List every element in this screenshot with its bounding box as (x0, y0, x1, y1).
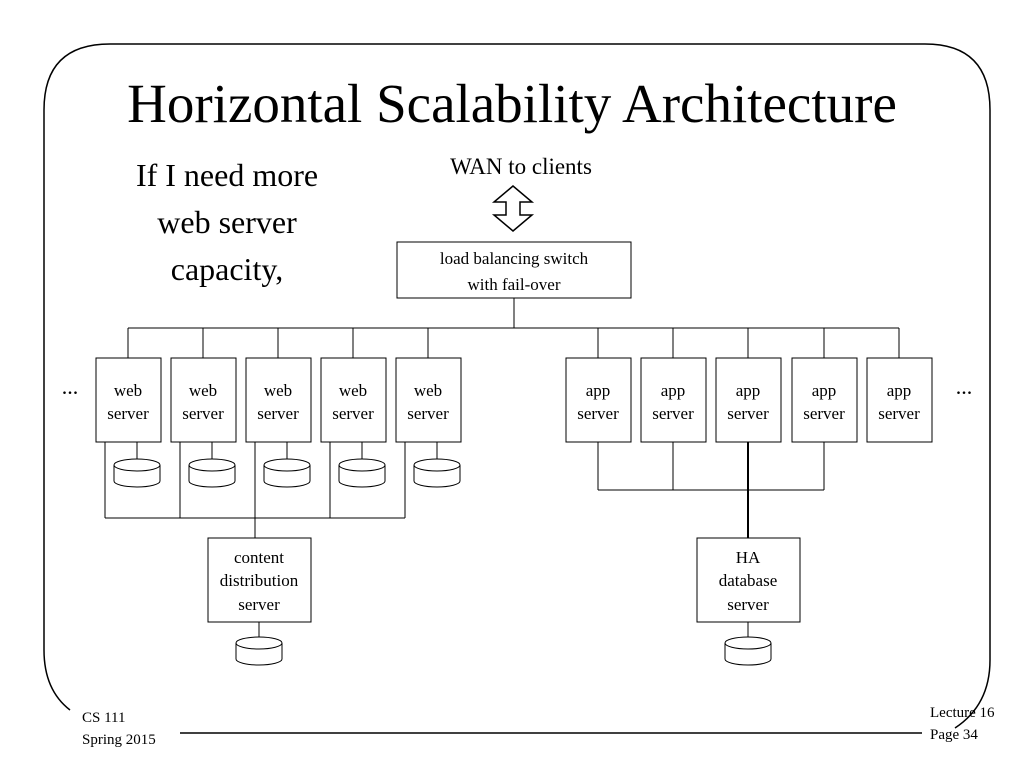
web-server-label-line-1: web (114, 381, 142, 400)
app-server-label-line-1: app (812, 381, 837, 400)
app-server-label-line-1: app (736, 381, 761, 400)
footer-lecture: Lecture 16 (930, 705, 995, 721)
footer-course: CS 111 (82, 710, 125, 726)
disk-icon (235, 636, 283, 666)
web-server: web server (170, 357, 237, 443)
app-server-label-line-2: server (652, 404, 694, 423)
disk-icon (188, 458, 236, 488)
disk-icon (338, 458, 386, 488)
load-balancer-label-line-2: with fail-over (468, 275, 561, 294)
content-server-label-line-1: content (234, 548, 284, 567)
web-server-label-line-2: server (407, 404, 449, 423)
web-server-label-line-2: server (107, 404, 149, 423)
app-server: app server (791, 357, 858, 443)
ha-database-server-box (696, 537, 801, 623)
database-server-label-line-1: HA (736, 548, 761, 567)
ellipsis-right: ... (956, 374, 973, 399)
web-server-label-line-2: server (182, 404, 224, 423)
web-server: web server (395, 357, 462, 443)
side-note-line-1: If I need more (136, 157, 318, 193)
web-server: web server (320, 357, 387, 443)
web-server-label-line-2: server (257, 404, 299, 423)
content-bus (104, 442, 406, 538)
web-server: web server (95, 357, 162, 443)
app-server: app server (565, 357, 632, 443)
load-balancer-label-line-1: load balancing switch (440, 249, 589, 268)
app-server-label-line-2: server (878, 404, 920, 423)
web-server-label-line-1: web (264, 381, 292, 400)
app-server: app server (866, 357, 933, 443)
ellipsis-left: ... (62, 374, 79, 399)
web-server: web server (245, 357, 312, 443)
database-server-label-line-2: database (719, 571, 778, 590)
app-server-label-line-1: app (887, 381, 912, 400)
bus-drops (127, 328, 900, 358)
content-server-label-line-3: server (238, 595, 280, 614)
disk-icon (724, 636, 772, 666)
app-server: app server (715, 357, 782, 443)
load-balancer-box (396, 241, 632, 299)
footer-term: Spring 2015 (82, 732, 156, 748)
app-server-label-line-1: app (586, 381, 611, 400)
disk-icon (413, 458, 461, 488)
footer-page: Page 34 (930, 727, 978, 743)
app-server-label-line-1: app (661, 381, 686, 400)
slide-frame (43, 43, 991, 729)
content-server-label-line-2: distribution (220, 571, 299, 590)
web-server-label-line-1: web (339, 381, 367, 400)
bidirectional-arrow-icon (491, 185, 535, 232)
slide-title: Horizontal Scalability Architecture (127, 73, 897, 134)
side-note-line-2: web server (157, 204, 297, 240)
app-server: app server (640, 357, 707, 443)
database-server-label-line-3: server (727, 595, 769, 614)
web-server-label-line-1: web (189, 381, 217, 400)
side-note-line-3: capacity, (171, 251, 284, 287)
disk-icon (263, 458, 311, 488)
disk-icon (113, 458, 161, 488)
wan-label: WAN to clients (450, 154, 592, 179)
database-bus (597, 442, 825, 538)
web-server-label-line-2: server (332, 404, 374, 423)
app-server-label-line-2: server (727, 404, 769, 423)
web-disk-connectors (136, 442, 438, 460)
app-server-label-line-2: server (803, 404, 845, 423)
web-server-label-line-1: web (414, 381, 442, 400)
app-server-label-line-2: server (577, 404, 619, 423)
